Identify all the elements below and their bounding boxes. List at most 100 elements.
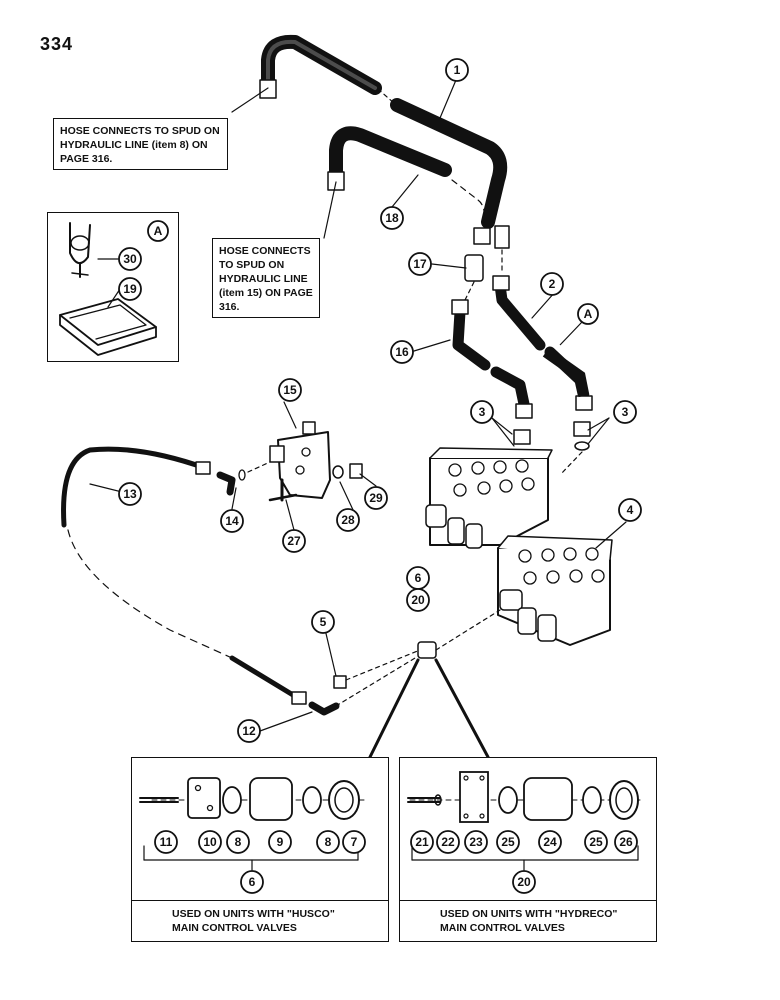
callout-28: 28 xyxy=(336,508,360,532)
hydreco-kit-art: 21 22 23 25 24 25 26 20 xyxy=(407,771,641,894)
note-line: HYDRAULIC LINE (item 8) ON xyxy=(60,139,208,151)
callout-20: 20 xyxy=(406,588,430,612)
svg-text:9: 9 xyxy=(277,835,284,849)
relief-valve-item-6-20 xyxy=(368,609,501,759)
note-line: 316. xyxy=(219,301,240,313)
callout-16: 16 xyxy=(390,340,414,364)
husco-callout-8b: 8 xyxy=(316,830,340,854)
svg-text:23: 23 xyxy=(469,835,483,849)
bolt-item-27 xyxy=(268,493,298,502)
svg-text:26: 26 xyxy=(619,835,633,849)
husco-cover-item-10 xyxy=(187,777,221,819)
inset-detail-art: A 30 19 xyxy=(59,220,169,356)
hydreco-sleeve-item-24 xyxy=(523,777,573,821)
valve-item-15 xyxy=(269,421,331,502)
svg-text:19: 19 xyxy=(123,282,137,296)
callout-14: 14 xyxy=(220,509,244,533)
callout-19: 19 xyxy=(118,277,142,301)
svg-text:25: 25 xyxy=(501,835,515,849)
note-hose-18-connection: HOSE CONNECTS TO SPUD ON HYDRAULIC LINE … xyxy=(212,238,320,318)
hydreco-oring-item-25 xyxy=(498,786,518,814)
note-line: HYDRAULIC LINE xyxy=(219,273,308,285)
callout-3-left: 3 xyxy=(470,400,494,424)
svg-text:22: 22 xyxy=(441,835,455,849)
tube-item-16 xyxy=(451,299,533,419)
caption-line: MAIN CONTROL VALVES xyxy=(440,922,565,934)
callout-15: 15 xyxy=(278,378,302,402)
svg-text:17: 17 xyxy=(413,257,427,271)
hydreco-oring-item-25b xyxy=(582,786,602,814)
svg-text:30: 30 xyxy=(123,252,137,266)
adapter-item-3 xyxy=(509,421,591,476)
hose-end-label-a: A xyxy=(577,303,599,325)
fitting-item-5 xyxy=(333,675,347,689)
callout-5: 5 xyxy=(311,610,335,634)
callout-6: 6 xyxy=(406,566,430,590)
hydreco-callout-25: 25 xyxy=(496,830,520,854)
svg-text:28: 28 xyxy=(341,513,355,527)
callout-4: 4 xyxy=(618,498,642,522)
svg-text:18: 18 xyxy=(385,211,399,225)
svg-text:15: 15 xyxy=(283,383,297,397)
husco-callout-9: 9 xyxy=(268,830,292,854)
note-hose-1-connection: HOSE CONNECTS TO SPUD ON HYDRAULIC LINE … xyxy=(53,118,228,170)
channel-item-19 xyxy=(59,298,157,356)
hydreco-callout-23: 23 xyxy=(464,830,488,854)
svg-text:16: 16 xyxy=(395,345,409,359)
husco-kit-art: 11 10 8 9 8 7 6 xyxy=(139,777,366,894)
svg-text:12: 12 xyxy=(242,724,256,738)
husco-oring-item-8b xyxy=(302,786,322,814)
caption-line: USED ON UNITS WITH "HUSCO" xyxy=(172,908,335,920)
hydreco-relief-valve-kit: 21 22 23 25 24 25 26 20 USED ON UNITS WI… xyxy=(399,757,657,942)
husco-oring-item-8 xyxy=(222,786,242,814)
clamp-item-30 xyxy=(69,222,91,278)
hose-item-1 xyxy=(259,34,508,229)
hydreco-callout-22: 22 xyxy=(436,830,460,854)
hydreco-kit-callout-20: 20 xyxy=(512,870,536,894)
husco-callout-10: 10 xyxy=(198,830,222,854)
svg-text:6: 6 xyxy=(249,875,256,889)
hydreco-callout-25b: 25 xyxy=(584,830,608,854)
callout-29: 29 xyxy=(364,486,388,510)
husco-sleeve-item-9 xyxy=(249,777,293,821)
callout-1: 1 xyxy=(445,58,469,82)
note-line: HOSE CONNECTS TO SPUD ON xyxy=(60,125,220,137)
svg-text:8: 8 xyxy=(325,835,332,849)
callout-17: 17 xyxy=(408,252,432,276)
svg-text:2: 2 xyxy=(549,277,556,291)
svg-text:1: 1 xyxy=(454,63,461,77)
svg-text:A: A xyxy=(154,224,163,238)
hydreco-callout-26: 26 xyxy=(614,830,638,854)
inset-detail-a: A 30 19 xyxy=(47,212,179,362)
svg-text:20: 20 xyxy=(411,593,425,607)
svg-text:3: 3 xyxy=(622,405,629,419)
page-number: 334 xyxy=(40,34,74,54)
callout-13: 13 xyxy=(118,482,142,506)
svg-text:25: 25 xyxy=(589,835,603,849)
hydreco-cover-item-23 xyxy=(459,771,489,823)
note-line: PAGE 316. xyxy=(60,153,113,165)
callout-18: 18 xyxy=(380,206,404,230)
hose-item-13 xyxy=(61,446,307,705)
note-line: HOSE CONNECTS xyxy=(219,245,311,257)
fitting-item-17 xyxy=(464,225,510,301)
caption-line: MAIN CONTROL VALVES xyxy=(172,922,297,934)
nut-item-29 xyxy=(349,463,363,479)
husco-seal-item-7 xyxy=(328,780,360,820)
husco-callout-11: 11 xyxy=(154,830,178,854)
svg-text:4: 4 xyxy=(627,503,634,517)
elbow-item-12 xyxy=(308,654,421,716)
callout-12: 12 xyxy=(237,719,261,743)
svg-text:A: A xyxy=(584,307,593,321)
hose-item-18 xyxy=(327,126,485,223)
control-valve-item-4 xyxy=(425,447,613,646)
callout-3-right: 3 xyxy=(613,400,637,424)
elbow-item-14 xyxy=(216,461,271,496)
husco-callout-7: 7 xyxy=(342,830,366,854)
callout-2: 2 xyxy=(540,272,564,296)
caption-line: USED ON UNITS WITH "HYDRECO" xyxy=(440,908,618,920)
svg-text:7: 7 xyxy=(351,835,358,849)
note-line: (item 15) ON PAGE xyxy=(219,287,313,299)
hydreco-callout-21: 21 xyxy=(410,830,434,854)
